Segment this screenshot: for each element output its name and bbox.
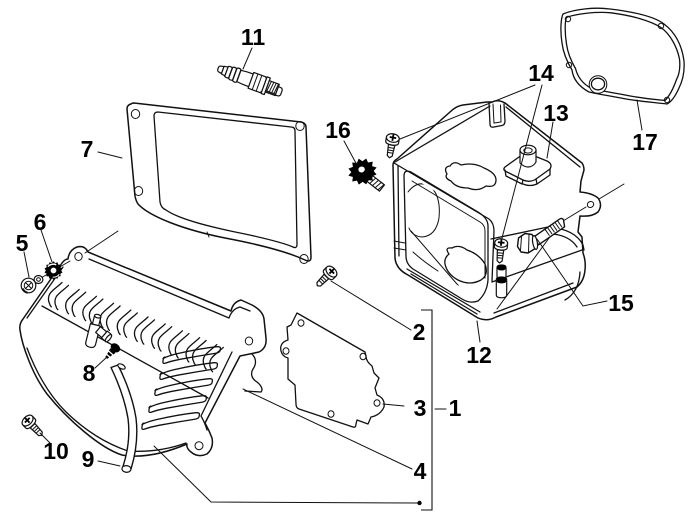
svg-text:12: 12: [466, 342, 492, 368]
svg-text:9: 9: [82, 446, 95, 472]
svg-text:10: 10: [43, 438, 69, 464]
svg-text:4: 4: [414, 458, 427, 484]
svg-text:1: 1: [449, 395, 462, 421]
svg-text:7: 7: [81, 136, 94, 162]
svg-text:17: 17: [632, 129, 658, 155]
svg-text:16: 16: [325, 117, 351, 143]
svg-text:5: 5: [16, 230, 29, 256]
svg-text:15: 15: [608, 290, 634, 316]
svg-text:14: 14: [528, 60, 554, 86]
svg-text:8: 8: [83, 360, 96, 386]
svg-text:11: 11: [241, 24, 266, 50]
svg-text:3: 3: [414, 395, 427, 421]
svg-text:6: 6: [34, 209, 47, 235]
svg-text:2: 2: [413, 319, 426, 345]
svg-text:13: 13: [543, 100, 569, 126]
